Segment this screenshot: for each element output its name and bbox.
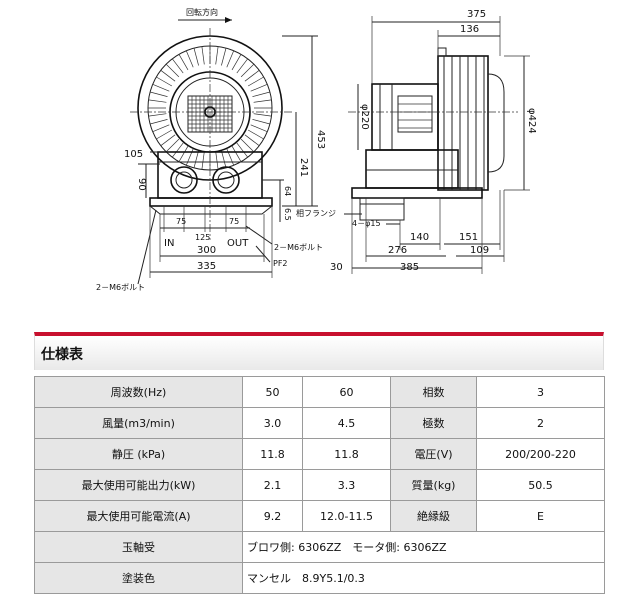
- spec-value: 3: [476, 376, 605, 408]
- spec-value: 3.3: [302, 469, 391, 501]
- rotation-direction-label: 回転方向: [186, 7, 218, 17]
- spec-label: 風量(m3/min): [34, 407, 243, 439]
- spec-label: 質量(kg): [390, 469, 477, 501]
- spec-value: E: [476, 500, 605, 532]
- paint-color-label: 塗装色: [34, 562, 243, 594]
- mounting-holes-label: 4－φ15: [352, 219, 381, 228]
- pf2-label: PF2: [273, 259, 288, 268]
- table-row: 最大使用可能電流(A) 9.2 12.0-11.5 絶縁級 E: [34, 500, 605, 532]
- dim-385: 385: [400, 262, 419, 273]
- front-view: [130, 28, 292, 240]
- table-row: 最大使用可能出力(kW) 2.1 3.3 質量(kg) 50.5: [34, 469, 605, 501]
- side-view-dimensions: [344, 16, 530, 274]
- dim-phi-424: φ424: [526, 108, 537, 134]
- outlet-label: OUT: [227, 238, 249, 249]
- spec-label: 静圧 (kPa): [34, 438, 243, 470]
- dim-90: 90: [136, 178, 147, 191]
- spec-value: 11.8: [242, 438, 303, 470]
- mating-flange-label: 相フランジ: [296, 208, 336, 218]
- bearing-label: 玉軸受: [34, 531, 243, 563]
- spec-label: 周波数(Hz): [34, 376, 243, 408]
- dim-75-left: 75: [176, 217, 186, 226]
- dim-241: 241: [298, 158, 309, 177]
- dim-64: 64: [283, 186, 292, 196]
- blower-dimension-drawing: 回転方向: [96, 7, 537, 292]
- spec-value: 50.5: [476, 469, 605, 501]
- spec-value: 4.5: [302, 407, 391, 439]
- spec-label: 電圧(V): [390, 438, 477, 470]
- dim-375: 375: [467, 9, 486, 20]
- spec-header: 仕様表: [34, 332, 604, 370]
- spec-label: 絶縁級: [390, 500, 477, 532]
- dim-phi-220: φ220: [359, 104, 370, 130]
- dim-276: 276: [388, 245, 407, 256]
- spec-value: 200/200-220: [476, 438, 605, 470]
- dim-75-right: 75: [229, 217, 239, 226]
- bolt-label-left: 2－M6ボルト: [96, 283, 145, 292]
- spec-value: 3.0: [242, 407, 303, 439]
- spec-label: 相数: [390, 376, 477, 408]
- spec-value: 2: [476, 407, 605, 439]
- dim-140: 140: [410, 232, 429, 243]
- front-view-dimensions: [137, 35, 318, 285]
- spec-value: 9.2: [242, 500, 303, 532]
- table-row: 風量(m3/min) 3.0 4.5 極数 2: [34, 407, 605, 439]
- dim-30: 30: [330, 262, 343, 273]
- rotation-direction-arrow: [178, 17, 232, 23]
- table-row: 静圧 (kPa) 11.8 11.8 電圧(V) 200/200-220: [34, 438, 605, 470]
- inlet-label: IN: [164, 238, 174, 249]
- dim-300: 300: [197, 245, 216, 256]
- dim-151: 151: [459, 232, 478, 243]
- spec-value: 11.8: [302, 438, 391, 470]
- spec-title: 仕様表: [41, 347, 83, 363]
- dim-335: 335: [197, 261, 216, 272]
- spec-value: 2.1: [242, 469, 303, 501]
- table-row: 玉軸受 ブロワ側: 6306ZZ モータ側: 6306ZZ: [34, 531, 605, 563]
- dim-6-5: 6.5: [283, 208, 292, 221]
- table-row: 周波数(Hz) 50 60 相数 3: [34, 376, 605, 408]
- spec-value: 50: [242, 376, 303, 408]
- dim-136: 136: [460, 24, 479, 35]
- spec-section: 仕様表 周波数(Hz) 50 60 相数 3 風量(m3/min) 3.0 4.…: [34, 332, 605, 594]
- spec-label: 最大使用可能出力(kW): [34, 469, 243, 501]
- paint-color-value: マンセル 8.9Y5.1/0.3: [242, 562, 605, 594]
- spec-value: 12.0-11.5: [302, 500, 391, 532]
- dim-105: 105: [124, 149, 143, 160]
- spec-value: 60: [302, 376, 391, 408]
- side-view: [348, 47, 518, 221]
- table-row: 塗装色 マンセル 8.9Y5.1/0.3: [34, 562, 605, 594]
- dim-453: 453: [315, 130, 326, 149]
- dim-125: 125: [195, 233, 210, 242]
- dim-109: 109: [470, 245, 489, 256]
- spec-table: 周波数(Hz) 50 60 相数 3 風量(m3/min) 3.0 4.5 極数…: [34, 376, 605, 594]
- bolt-label-right: 2－M6ボルト: [274, 243, 323, 252]
- spec-label: 最大使用可能電流(A): [34, 500, 243, 532]
- spec-label: 極数: [390, 407, 477, 439]
- bearing-value: ブロワ側: 6306ZZ モータ側: 6306ZZ: [242, 531, 605, 563]
